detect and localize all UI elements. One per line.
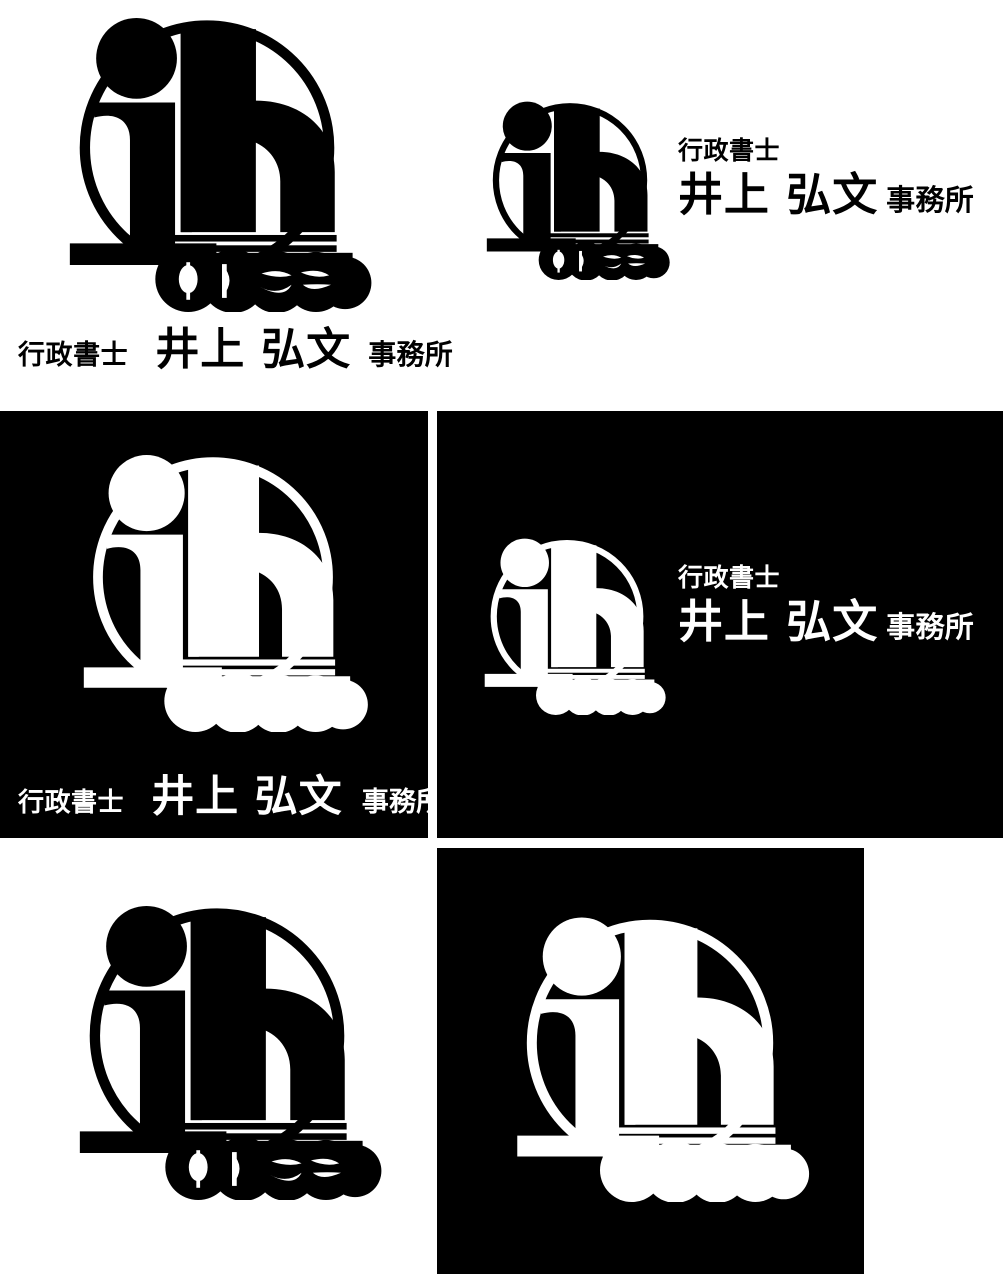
lockup-middle-left: 行政書士 井上 弘文 事務所 [18, 776, 444, 819]
suffix-text: 事務所 [361, 787, 444, 818]
logo-mark-top-right [470, 92, 670, 280]
qualification-text: 行政書士 [678, 136, 781, 165]
logo-mark-middle-left [58, 440, 368, 732]
logo-mark-bottom-left [52, 890, 382, 1200]
lockup-top-right: 行政書士 井上 弘文事務所 [678, 138, 974, 217]
qualification-text: 行政書士 [18, 788, 125, 818]
suffix-text: 事務所 [886, 183, 975, 217]
name-text: 井上 弘文 [678, 595, 879, 648]
logo-mark-top-left [42, 2, 372, 312]
logo-mark-bottom-right [490, 902, 810, 1202]
suffix-text: 事務所 [886, 610, 975, 644]
suffix-text: 事務所 [368, 338, 454, 371]
logo-mark-middle-right [468, 529, 666, 715]
qualification-text: 行政書士 [678, 563, 781, 592]
lockup-top-left: 行政書士 井上 弘文 事務所 [18, 328, 453, 372]
lockup-middle-right: 行政書士 井上 弘文事務所 [678, 565, 974, 644]
qualification-text: 行政書士 [18, 340, 129, 371]
name-text: 井上 弘文 [155, 324, 352, 375]
name-text: 井上 弘文 [151, 772, 343, 822]
name-text: 井上 弘文 [678, 168, 879, 221]
